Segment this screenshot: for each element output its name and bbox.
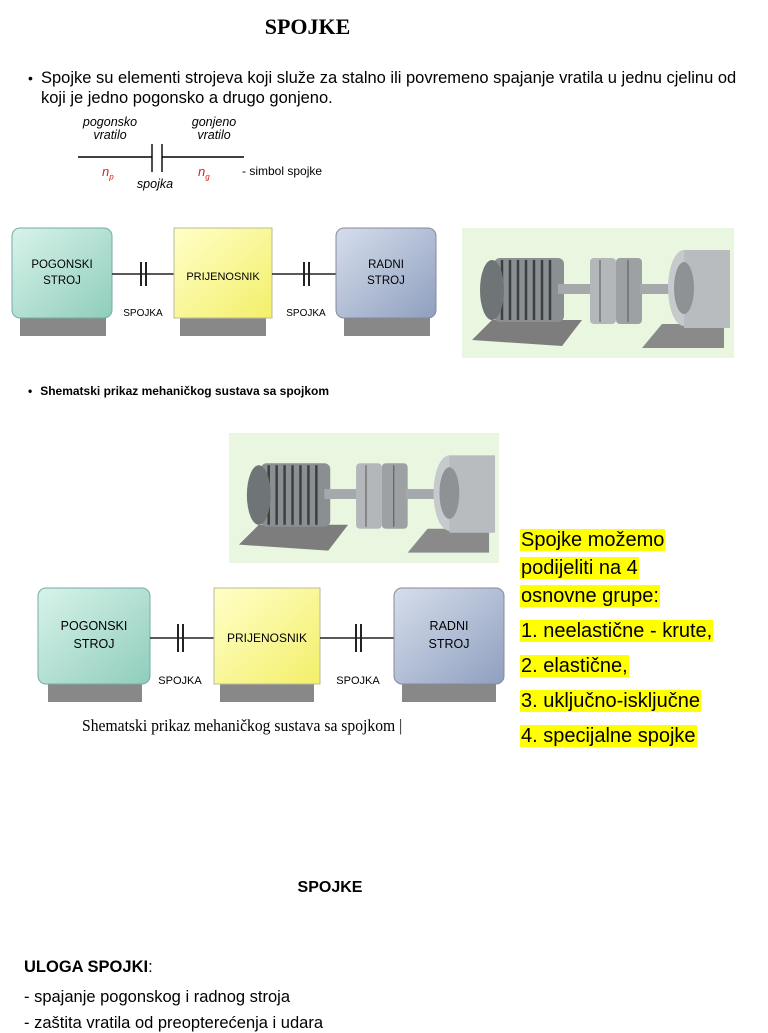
block-left-text-2: STROJ [43,275,81,287]
base-right [344,318,430,336]
scheme-caption: Shematski prikaz mehaničkog sustava sa s… [82,716,403,735]
block-left-text-2b: STROJ [74,637,115,651]
symbol-left-label-2: vratilo [93,128,127,142]
intro-paragraph: • Spojke su elementi strojeva koji služe… [28,68,748,108]
symbol-right-label: gonjeno vratilo [174,116,254,142]
small-caption-text: Shematski prikaz mehaničkog sustava sa s… [40,384,329,398]
mechanical-scheme-top: POGONSKI STROJ SPOJKA PRIJENOSNIK SPOJKA… [11,227,437,336]
groups-intro-3: osnovne grupe: [520,585,660,607]
uloga-line-1: - spajanje pogonskog i radnog stroja [24,988,291,1006]
section2-title: SPOJKE [297,879,363,896]
symbol-right-label-2: vratilo [197,128,231,142]
block-left-text-1: POGONSKI [31,259,92,271]
uloga-label: ULOGA SPOJKI [24,958,149,976]
coupling-photo-middle [229,433,499,563]
coupling-photo-top [462,228,734,358]
bullet: • [28,70,33,86]
block-right-text-1: RADNI [368,259,404,271]
block-radni-stroj [335,227,437,319]
symbol-bottom-label: spojka [136,177,174,191]
symbol-right-label-1: gonjeno [191,115,237,129]
page-title: SPOJKE [264,14,351,39]
intro-text: Spojke su elementi strojeva koji služe z… [41,69,737,107]
block-right-text-1b: RADNI [430,619,469,633]
group-item: 4. specijalne spojke [520,725,697,747]
n-g: n [198,164,206,179]
symbol-lines [78,144,244,172]
small-caption-bullet: • [28,384,33,398]
block-left-text-1b: POGONSKI [61,619,128,633]
coupling-label-top-2: SPOJKA [286,308,326,319]
coupling-label-mid-2: SPOJKA [336,675,380,687]
n-p-sub: p [109,172,114,182]
coupling-label-top-1: SPOJKA [123,308,163,319]
groups-intro-2: podijeliti na 4 [520,557,639,579]
block-mid-text-b: PRIJENOSNIK [227,631,307,645]
symbol-note: - simbol spojke [242,164,323,178]
base-left [20,318,106,336]
coupling-symbol: pogonsko vratilo gonjeno vratilo np ng s… [70,114,260,194]
n-g-label: ng [198,164,210,182]
coupling-groups: Spojke možemo podijeliti na 4 osnovne gr… [520,526,760,750]
group-item: 2. elastične, [520,655,629,677]
n-p: n [102,164,110,179]
group-item: 1. neelastične - krute, [520,620,714,642]
mechanical-scheme-middle: POGONSKI STROJ SPOJKA PRIJENOSNIK SPOJKA… [37,587,505,702]
small-caption: • Shematski prikaz mehaničkog sustava sa … [28,384,329,398]
block-right-text-2b: STROJ [429,637,470,651]
coupling-label-mid-1: SPOJKA [158,675,202,687]
uloga-colon: : [148,958,153,976]
group-item: 3. uključno-isključne [520,690,701,712]
base-mid [180,318,266,336]
block-prijenosnik [173,227,273,319]
uloga-heading: ULOGA SPOJKI: [24,958,153,977]
groups-intro-1: Spojke možemo [520,529,666,551]
block-pogonski-stroj [11,227,113,319]
symbol-left-label: pogonsko vratilo [70,116,150,142]
n-g-sub: g [205,172,210,182]
n-p-label: np [102,164,114,182]
block-right-text-2: STROJ [367,275,405,287]
block-mid-text: PRIJENOSNIK [186,271,260,283]
symbol-left-label-1: pogonsko [82,115,138,129]
